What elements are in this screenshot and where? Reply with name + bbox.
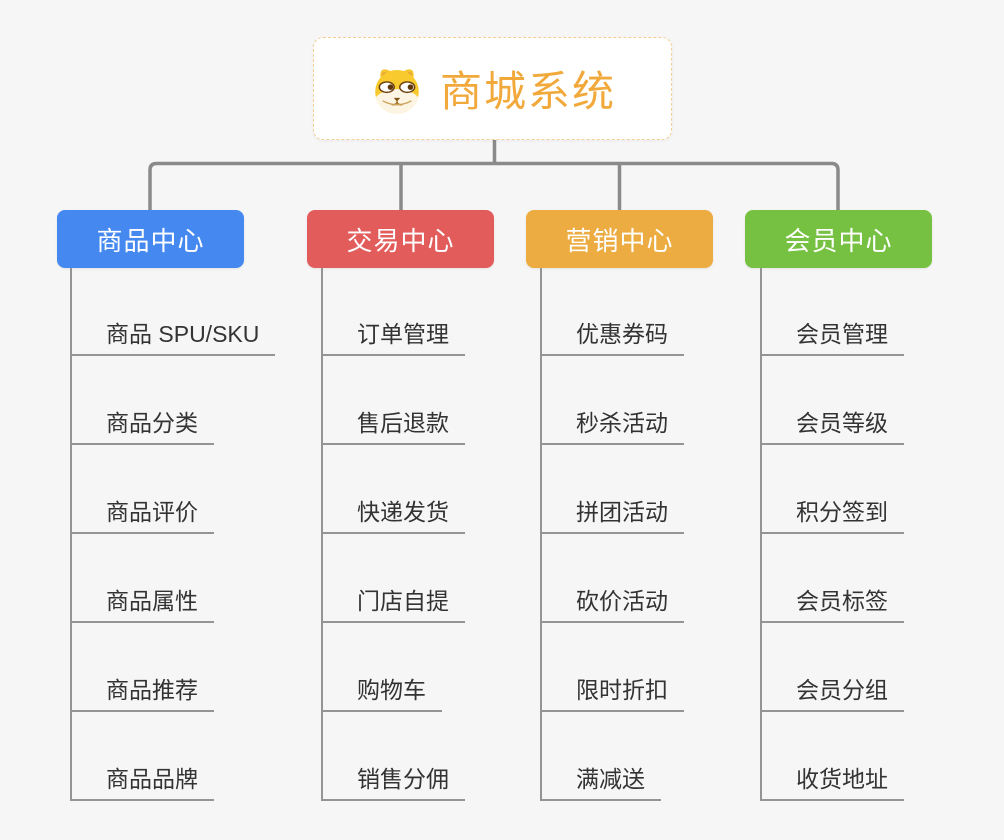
branch-trunk-line (70, 268, 72, 801)
dog-icon (369, 63, 425, 115)
leaf-node[interactable]: 销售分佣 (321, 764, 465, 801)
leaf-node[interactable]: 收货地址 (760, 764, 904, 801)
leaf-node[interactable]: 秒杀活动 (540, 408, 684, 445)
leaf-node[interactable]: 积分签到 (760, 497, 904, 534)
leaf-node[interactable]: 商品品牌 (70, 764, 214, 801)
branch-trunk-line (760, 268, 762, 801)
leaf-node[interactable]: 快递发货 (321, 497, 465, 534)
leaf-node[interactable]: 满减送 (540, 764, 661, 801)
leaf-node[interactable]: 限时折扣 (540, 675, 684, 712)
branch-trunk-line (321, 268, 323, 801)
leaf-node[interactable]: 砍价活动 (540, 586, 684, 623)
leaf-node[interactable]: 会员分组 (760, 675, 904, 712)
leaf-node[interactable]: 商品评价 (70, 497, 214, 534)
leaf-node[interactable]: 商品分类 (70, 408, 214, 445)
leaf-node[interactable]: 订单管理 (321, 319, 465, 356)
branch-bus-line (148, 161, 840, 210)
leaf-node[interactable]: 优惠券码 (540, 319, 684, 356)
leaf-node[interactable]: 售后退款 (321, 408, 465, 445)
leaf-node[interactable]: 会员等级 (760, 408, 904, 445)
leaf-node[interactable]: 商品推荐 (70, 675, 214, 712)
branch-trunk-line (540, 268, 542, 801)
leaf-node[interactable]: 购物车 (321, 675, 442, 712)
leaf-node[interactable]: 拼团活动 (540, 497, 684, 534)
leaf-node[interactable]: 商品属性 (70, 586, 214, 623)
leaf-node[interactable]: 门店自提 (321, 586, 465, 623)
root-node[interactable]: 商城系统 (313, 37, 672, 140)
branch-trade-center[interactable]: 交易中心 (307, 210, 494, 268)
leaf-node[interactable]: 会员管理 (760, 319, 904, 356)
branch-marketing-center[interactable]: 营销中心 (526, 210, 713, 268)
branch-member-center[interactable]: 会员中心 (745, 210, 932, 268)
root-title: 商城系统 (439, 68, 616, 115)
leaf-node[interactable]: 商品 SPU/SKU (70, 319, 276, 356)
leaf-node[interactable]: 会员标签 (760, 586, 904, 623)
branch-product-center[interactable]: 商品中心 (57, 210, 244, 268)
